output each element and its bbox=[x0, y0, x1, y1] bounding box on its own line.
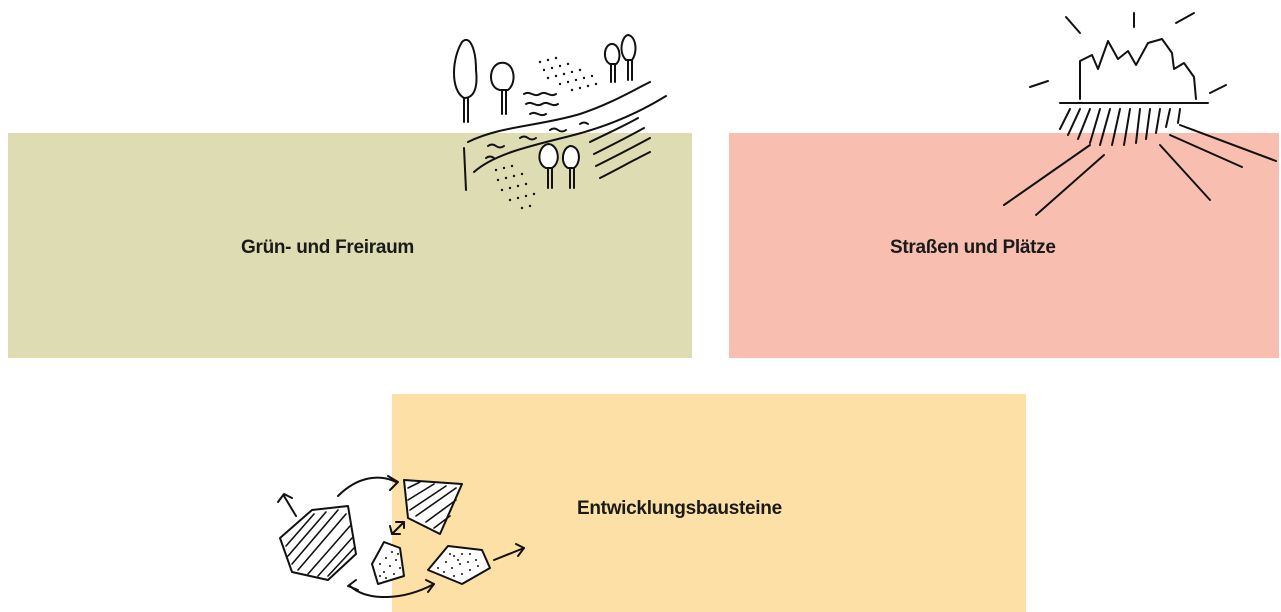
card-streets-label: Straßen und Plätze bbox=[890, 237, 1056, 259]
card-dev-label: Entwicklungsbausteine bbox=[577, 498, 782, 520]
landscape-sketch-icon bbox=[440, 30, 670, 220]
card-green-label: Grün- und Freiraum bbox=[241, 237, 414, 259]
building-square-sketch-icon bbox=[1000, 5, 1280, 220]
building-blocks-sketch-icon bbox=[268, 468, 538, 608]
